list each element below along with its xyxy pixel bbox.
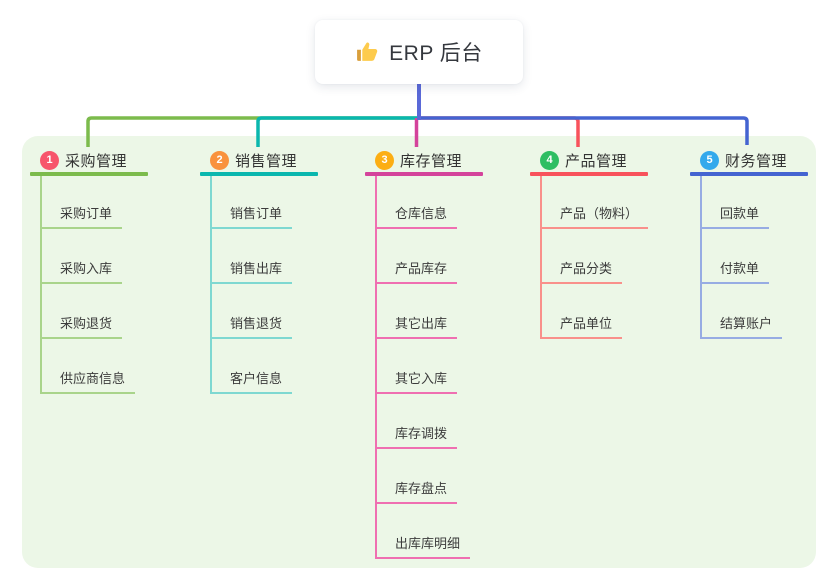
child-node[interactable]: 采购退货 <box>40 314 123 339</box>
branch-label: 库存管理 <box>400 152 463 170</box>
branches-panel <box>22 136 816 568</box>
child-node-label: 产品单位 <box>560 316 613 331</box>
child-node[interactable]: 客户信息 <box>210 369 293 394</box>
child-node[interactable]: 付款单 <box>700 259 770 284</box>
branch-child-connector <box>700 176 702 339</box>
child-node[interactable]: 库存盘点 <box>375 479 458 504</box>
child-node[interactable]: 销售订单 <box>210 204 293 229</box>
child-node-label: 销售出库 <box>230 261 283 276</box>
branch-underline <box>690 172 808 176</box>
child-node[interactable]: 回款单 <box>700 204 770 229</box>
branch-node-3[interactable]: 3 库存管理 <box>365 148 483 176</box>
branch-underline <box>365 172 483 176</box>
child-node[interactable]: 采购订单 <box>40 204 123 229</box>
child-node[interactable]: 库存调拨 <box>375 424 458 449</box>
child-node-label: 出库库明细 <box>395 536 461 551</box>
branch-child-connector <box>40 176 42 394</box>
child-node-label: 客户信息 <box>230 371 283 386</box>
branch-number-badge: 1 <box>40 150 59 170</box>
branch-underline <box>200 172 318 176</box>
child-node-label: 供应商信息 <box>60 371 126 386</box>
child-node-label: 采购退货 <box>60 316 113 331</box>
branch-number-badge: 2 <box>210 150 229 170</box>
branch-underline <box>30 172 148 176</box>
child-node[interactable]: 产品单位 <box>540 314 623 339</box>
branch-node-4[interactable]: 4 产品管理 <box>530 148 648 176</box>
child-node[interactable]: 销售出库 <box>210 259 293 284</box>
child-node-label: 产品分类 <box>560 261 613 276</box>
child-node-label: 其它入库 <box>395 371 448 386</box>
branch-label: 财务管理 <box>725 152 788 170</box>
child-node-label: 产品（物料） <box>560 206 639 221</box>
child-node-label: 结算账户 <box>720 316 773 331</box>
branch-number-badge: 4 <box>540 150 559 170</box>
child-node[interactable]: 供应商信息 <box>40 369 136 394</box>
child-node-label: 库存盘点 <box>395 481 448 496</box>
branch-child-connector <box>540 176 542 339</box>
child-node-label: 销售订单 <box>230 206 283 221</box>
child-node[interactable]: 销售退货 <box>210 314 293 339</box>
root-node[interactable]: ERP 后台 <box>315 20 523 84</box>
child-node-label: 回款单 <box>720 206 760 221</box>
branch-number-badge: 5 <box>700 150 719 170</box>
branch-underline <box>530 172 648 176</box>
child-node[interactable]: 出库库明细 <box>375 534 471 559</box>
child-node[interactable]: 产品库存 <box>375 259 458 284</box>
branch-label: 采购管理 <box>65 152 128 170</box>
child-node[interactable]: 产品（物料） <box>540 204 649 229</box>
child-node[interactable]: 仓库信息 <box>375 204 458 229</box>
child-node[interactable]: 结算账户 <box>700 314 783 339</box>
thumbs-up-icon <box>357 41 378 61</box>
branch-number-badge: 3 <box>375 150 394 170</box>
child-node[interactable]: 产品分类 <box>540 259 623 284</box>
child-node[interactable]: 采购入库 <box>40 259 123 284</box>
root-node-label: ERP 后台 <box>389 42 483 65</box>
branch-child-connector <box>375 176 377 559</box>
branch-node-1[interactable]: 1 采购管理 <box>30 148 148 176</box>
branch-node-2[interactable]: 2 销售管理 <box>200 148 318 176</box>
child-node-label: 仓库信息 <box>395 206 448 221</box>
branch-child-connector <box>210 176 212 394</box>
child-node-label: 采购订单 <box>60 206 113 221</box>
branch-node-5[interactable]: 5 财务管理 <box>690 148 808 176</box>
child-node-label: 销售退货 <box>230 316 283 331</box>
child-node[interactable]: 其它出库 <box>375 314 458 339</box>
child-node-label: 付款单 <box>720 261 760 276</box>
child-node-label: 产品库存 <box>395 261 448 276</box>
child-node-label: 其它出库 <box>395 316 448 331</box>
branch-label: 产品管理 <box>565 152 628 170</box>
child-node-label: 采购入库 <box>60 261 113 276</box>
child-node-label: 库存调拨 <box>395 426 448 441</box>
child-node[interactable]: 其它入库 <box>375 369 458 394</box>
branch-label: 销售管理 <box>235 152 298 170</box>
